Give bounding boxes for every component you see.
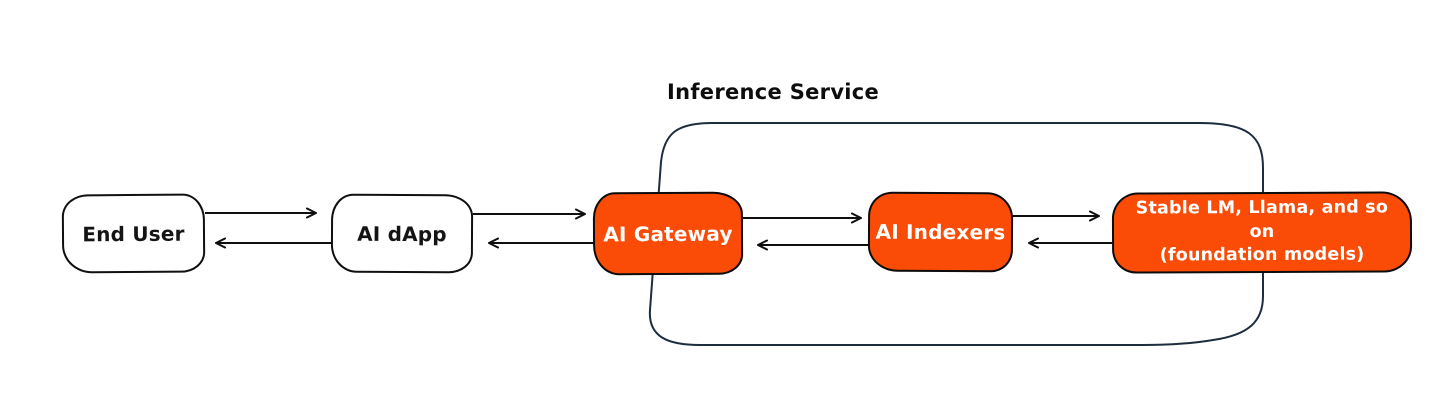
node-ai-gateway: AI Gateway: [592, 191, 744, 276]
node-foundation-models: Stable LM, Llama, and so on (foundation …: [1111, 191, 1413, 274]
node-end-user: End User: [61, 193, 206, 274]
node-ai-gateway-label: AI Gateway: [603, 221, 733, 246]
node-ai-indexers: AI Indexers: [867, 191, 1014, 273]
node-foundation-models-label-line1: Stable LM, Llama, and so on: [1135, 197, 1389, 242]
node-foundation-models-label-line2: (foundation models): [1159, 244, 1365, 266]
node-ai-indexers-label: AI Indexers: [875, 219, 1006, 245]
node-end-user-label: End User: [82, 221, 185, 246]
inference-service-container: [648, 122, 1264, 346]
inference-service-label: Inference Service: [667, 80, 880, 104]
node-ai-dapp-label: AI dApp: [357, 221, 447, 246]
node-ai-dapp: AI dApp: [330, 193, 474, 274]
